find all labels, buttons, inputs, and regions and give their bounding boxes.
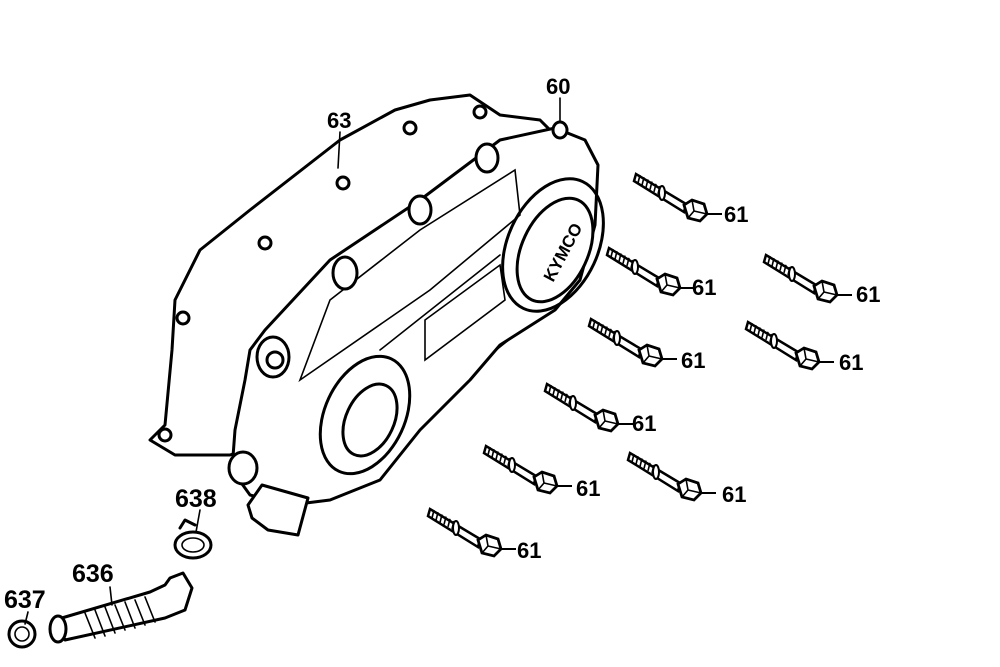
bolt-group xyxy=(426,172,852,558)
bolt xyxy=(426,507,516,558)
label-cover-63: 63 xyxy=(327,108,351,133)
bolt xyxy=(482,444,572,495)
label-duct-636: 636 xyxy=(72,560,114,588)
plug-part xyxy=(551,120,569,140)
label-bolt-61: 61 xyxy=(839,350,863,375)
bolt xyxy=(605,246,695,297)
label-bolt-61: 61 xyxy=(724,202,748,227)
air-duct-hose xyxy=(48,571,194,644)
bolt xyxy=(762,253,852,304)
label-bolt-61: 61 xyxy=(681,348,705,373)
hose-band xyxy=(7,619,37,649)
label-clamp-638: 638 xyxy=(175,485,217,513)
bolt xyxy=(632,172,722,223)
hose-clamp xyxy=(173,518,213,560)
label-band-637: 637 xyxy=(4,586,46,614)
leader-lines xyxy=(24,97,561,625)
label-bolt-61: 61 xyxy=(692,275,716,300)
bolt xyxy=(587,317,677,368)
bolt xyxy=(626,451,716,502)
label-bolt-61: 61 xyxy=(722,482,746,507)
bolt xyxy=(543,382,633,433)
label-bolt-61: 61 xyxy=(517,538,541,563)
bolt-labels: 61 61 61 61 61 61 61 61 61 xyxy=(517,202,880,563)
label-plug-60: 60 xyxy=(546,74,570,99)
label-bolt-61: 61 xyxy=(856,282,880,307)
label-bolt-61: 61 xyxy=(632,411,656,436)
label-bolt-61: 61 xyxy=(576,476,600,501)
bolt xyxy=(744,320,834,371)
left-crankcase-cover: KYMCO xyxy=(148,93,605,537)
